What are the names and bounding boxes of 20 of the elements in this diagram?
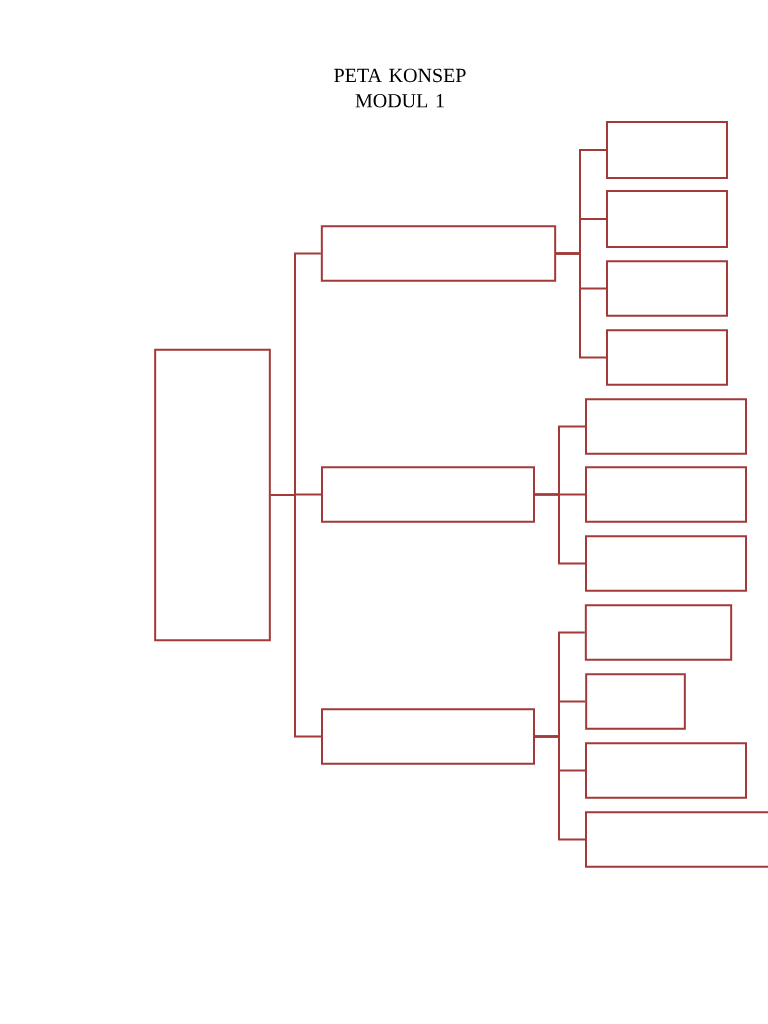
connector-line (269, 494, 322, 738)
concept-box (606, 190, 728, 248)
concept-box (320, 225, 557, 282)
concept-box (321, 466, 535, 523)
connector-line (555, 252, 607, 359)
concept-box (154, 348, 271, 642)
concept-box (321, 708, 535, 765)
connector-line (534, 493, 586, 565)
concept-box (585, 398, 747, 455)
concept-box (606, 260, 728, 317)
title: PETA KONSEP MODUL 1 (334, 68, 466, 108)
concept-box (606, 121, 728, 179)
concept-box (585, 673, 686, 730)
concept-box (585, 535, 747, 592)
concept-box (585, 742, 747, 799)
connector-line (534, 735, 586, 841)
concept-box (585, 811, 768, 868)
concept-box (585, 466, 747, 523)
concept-box (584, 604, 733, 661)
concept-box (606, 329, 728, 386)
